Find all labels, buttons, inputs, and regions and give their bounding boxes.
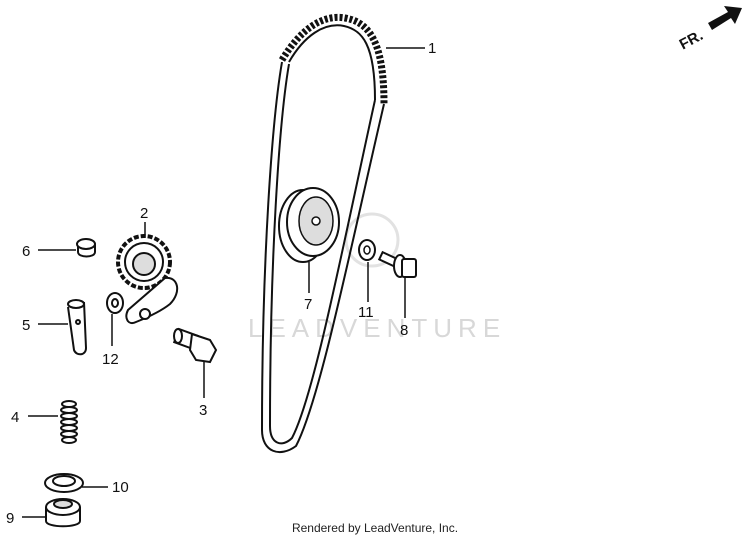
callout-8: 8 [400, 322, 408, 339]
callout-5: 5 [22, 317, 30, 334]
washer [358, 239, 376, 261]
callout-9: 9 [6, 510, 14, 527]
tensioner-pivot-bolt [172, 327, 218, 364]
callout-6: 6 [22, 243, 30, 260]
callouts: 1 2 3 4 5 6 7 8 9 10 11 12 [6, 40, 436, 527]
callout-10: 10 [112, 479, 129, 496]
footer-credit: Rendered by LeadVenture, Inc. [291, 521, 459, 535]
callout-7: 7 [304, 296, 312, 313]
sealing-bolt [45, 498, 81, 528]
watermark: LEADVENTURE [248, 212, 506, 343]
callout-1: 1 [428, 40, 436, 57]
watermark-text: LEADVENTURE [248, 313, 506, 343]
rubber-cap [76, 238, 96, 258]
callout-11: 11 [358, 304, 374, 321]
callout-3: 3 [199, 402, 207, 419]
tensioner-spring [60, 400, 78, 444]
front-direction-label: FR. [677, 27, 706, 53]
callout-12: 12 [102, 351, 119, 368]
sealing-washer [44, 473, 84, 493]
callout-2: 2 [140, 205, 148, 222]
tensioner-sprocket [116, 234, 179, 324]
tensioner-washer [106, 292, 124, 314]
leader-lines [22, 47, 425, 518]
flange-bolt [377, 250, 417, 278]
front-direction-arrow-icon: FR. [677, 6, 742, 53]
chain-guide-roller [278, 187, 340, 263]
tensioner-pin [67, 299, 88, 356]
callout-4: 4 [11, 409, 19, 426]
cam-chain [260, 13, 388, 454]
